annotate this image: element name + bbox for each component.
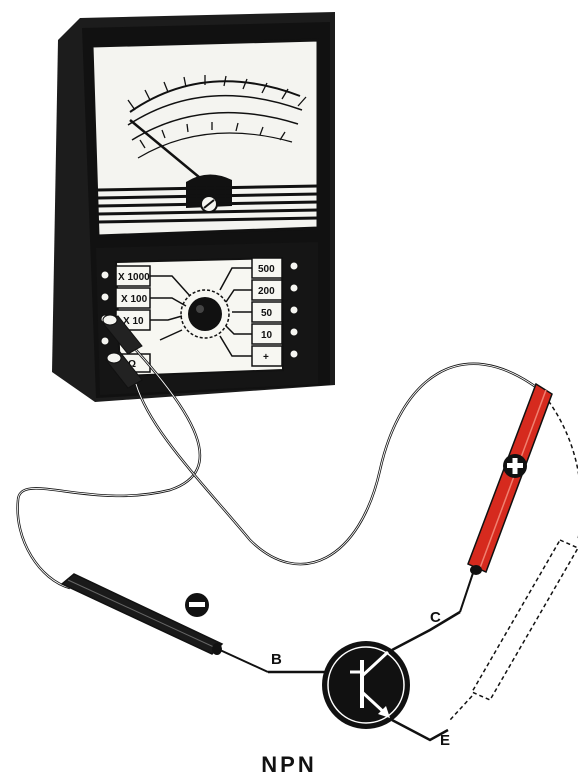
positive-probe[interactable] — [460, 384, 552, 612]
range-selector-knob[interactable] — [188, 297, 222, 331]
collector-label: C — [430, 609, 441, 626]
transistor-type-caption: NPN — [0, 752, 578, 778]
range-label-500: 500 — [258, 264, 275, 275]
positive-sign-badge — [503, 454, 527, 478]
positive-probe-tip — [460, 573, 473, 612]
range-label-50: 50 — [261, 308, 273, 319]
transistor-body — [322, 641, 410, 729]
negative-sign-badge — [185, 593, 209, 617]
positive-probe-ghost — [450, 390, 578, 720]
collector-lead — [392, 612, 460, 650]
range-label-200: 200 — [258, 286, 275, 297]
npn-transistor-symbol — [268, 612, 460, 740]
emitter-label: E — [440, 732, 450, 749]
range-label-x10: X 10 — [123, 316, 144, 327]
range-label-x1000: X 1000 — [118, 272, 150, 283]
range-label-plus: + — [263, 352, 269, 363]
multimeter: X 1000 X 100 X 10 Ω 500 200 50 10 + — [52, 12, 335, 402]
range-label-10: 10 — [261, 330, 273, 341]
negative-probe-tip — [220, 650, 268, 672]
negative-probe[interactable] — [62, 574, 268, 672]
range-label-x100: X 100 — [121, 294, 148, 305]
base-label: B — [271, 651, 282, 668]
right-range-column: 500 200 50 10 + — [252, 258, 282, 366]
